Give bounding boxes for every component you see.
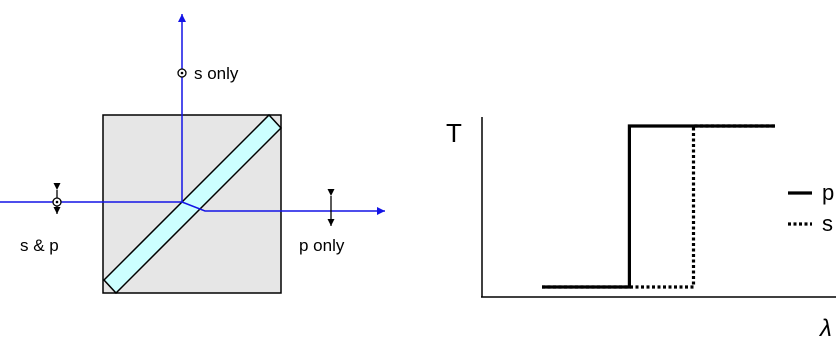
legend-label-p: p xyxy=(822,180,834,205)
series-p-line xyxy=(542,124,775,289)
transmitted-label: p only xyxy=(299,236,345,255)
reflected-label: s only xyxy=(194,64,239,83)
reflected-polarization-s-icon xyxy=(177,68,187,78)
y-axis-label: T xyxy=(446,118,462,148)
transmission-chart: T λ p s xyxy=(446,117,836,341)
input-label: s & p xyxy=(20,236,59,255)
x-axis-label: λ xyxy=(818,315,832,341)
dichroic-coating-layer xyxy=(102,113,283,295)
input-polarization-s-and-p-icon xyxy=(52,183,62,214)
series-s-line xyxy=(542,124,775,289)
transmitted-beam xyxy=(181,201,385,215)
legend-label-s: s xyxy=(822,211,833,236)
beam-splitter-diagram: s & p s only p only xyxy=(0,14,385,295)
legend: p s xyxy=(788,180,834,236)
